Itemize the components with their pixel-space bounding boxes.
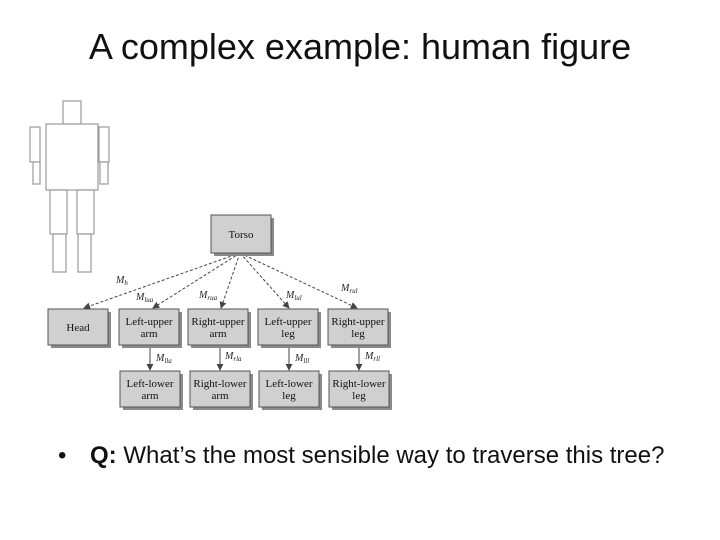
figure-right-lower-arm xyxy=(99,161,109,185)
edge-label-lll: Mlll xyxy=(294,353,309,365)
edge-torso-left-upper-arm xyxy=(152,252,241,309)
question-bullet: • Q: What’s the most sensible way to tra… xyxy=(58,440,678,472)
figure-left-lower-leg xyxy=(52,233,67,273)
edge-label-lul: Mlul xyxy=(285,290,302,302)
edge-label-rll: Mrll xyxy=(364,351,380,363)
node-rul-line1: Right-upper xyxy=(331,316,384,328)
edge-label-lua: Mlua xyxy=(135,292,154,304)
tree-edges xyxy=(83,252,363,371)
node-rll-line2: leg xyxy=(352,390,366,402)
figure-torso xyxy=(45,123,99,191)
figure-left-lower-arm xyxy=(32,161,41,185)
figure-right-upper-leg xyxy=(76,189,95,235)
slide-title: A complex example: human figure xyxy=(88,26,632,67)
node-lua-line2: arm xyxy=(140,328,158,340)
node-rul-line2: leg xyxy=(351,328,365,340)
node-rla-line1: Right-lower xyxy=(193,378,246,390)
node-torso: Torso xyxy=(210,214,274,256)
bullet-marker: • xyxy=(58,442,67,469)
human-figure-icon xyxy=(29,100,110,273)
node-rua-line1: Right-upper xyxy=(191,316,244,328)
node-rla-line2: arm xyxy=(211,390,229,402)
node-head-label: Head xyxy=(66,322,90,334)
node-lul-line1: Left-upper xyxy=(264,316,311,328)
figure-left-upper-arm xyxy=(29,126,41,163)
figure-right-upper-arm xyxy=(98,126,110,163)
figure-head xyxy=(62,100,82,125)
node-lla-line1: Left-lower xyxy=(126,378,173,390)
node-torso-label: Torso xyxy=(229,229,254,241)
node-rua-line2: arm xyxy=(209,328,227,340)
edge-torso-head xyxy=(83,252,241,310)
node-lul-line2: leg xyxy=(281,328,295,340)
edge-torso-right-upper-arm xyxy=(219,252,241,309)
edge-label-rul: Mrul xyxy=(340,283,358,295)
edge-torso-right-upper-leg xyxy=(239,252,358,309)
node-lua-line1: Left-upper xyxy=(125,316,172,328)
node-rll-line1: Right-lower xyxy=(332,378,385,390)
edge-label-head: Mh xyxy=(115,275,128,287)
question-text: What’s the most sensible way to traverse… xyxy=(116,442,665,469)
node-head: Head xyxy=(47,308,111,348)
figure-left-upper-leg xyxy=(49,189,68,235)
edge-label-rua: Mrua xyxy=(198,290,218,302)
node-lla-line2: arm xyxy=(141,390,159,402)
edge-torso-left-upper-leg xyxy=(239,252,290,309)
edge-labels: Mh Mlua Mrua Mlul Mrul Mlla Mrla Mlll Mr… xyxy=(115,275,380,365)
bullet-text: Q: What’s the most sensible way to trave… xyxy=(58,440,678,472)
node-lll-line2: leg xyxy=(282,390,296,402)
node-lll-line1: Left-lower xyxy=(265,378,312,390)
edge-label-lla: Mlla xyxy=(155,353,172,365)
edge-label-rla: Mrla xyxy=(224,351,242,363)
figure-right-lower-leg xyxy=(77,233,92,273)
question-prefix: Q: xyxy=(90,442,117,469)
